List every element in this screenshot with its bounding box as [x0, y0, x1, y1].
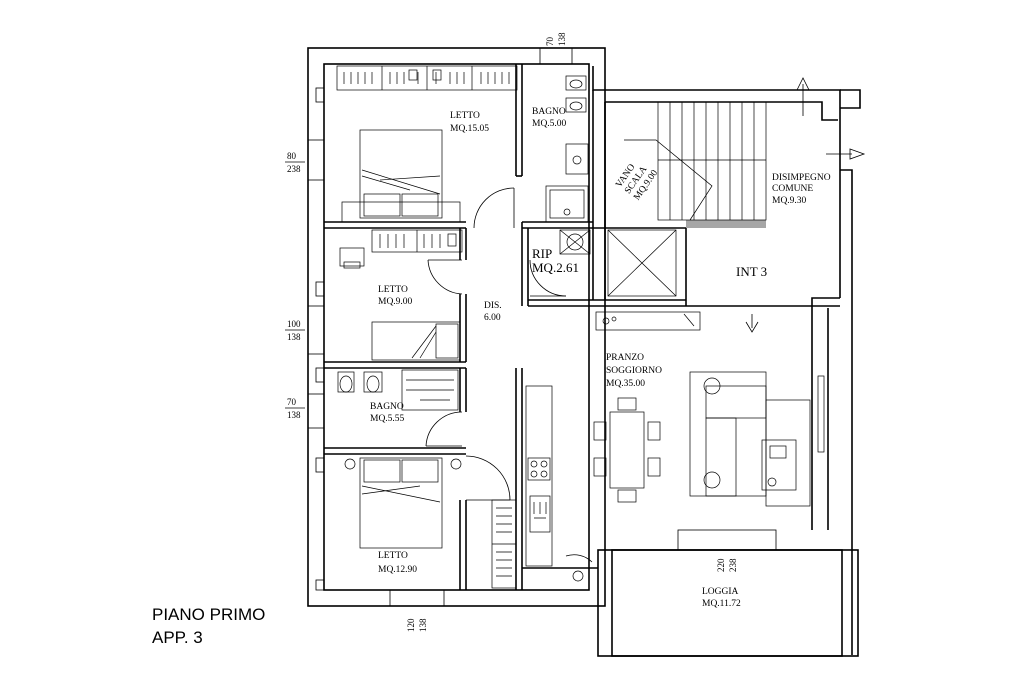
- dim-left3-b: 138: [287, 410, 301, 420]
- dim-loggia-b: 238: [728, 558, 738, 572]
- sofa: [689, 371, 825, 507]
- vano-scala-label: VANO SCALA MQ.9.00: [614, 162, 660, 202]
- loggia-name: LOGGIA: [702, 587, 739, 597]
- door-swings: [425, 187, 593, 563]
- bagno2-area: MQ.5.55: [370, 414, 405, 424]
- letto1-name: LETTO: [450, 111, 480, 121]
- dim-top-b: 138: [557, 32, 567, 46]
- dim-bottom-window: 120 138: [406, 618, 428, 632]
- double-bed-letto3: [344, 457, 462, 549]
- dis-name: DIS.: [484, 301, 502, 311]
- wardrobe-letto3: [491, 499, 517, 589]
- dim-left1-a: 80: [287, 151, 297, 161]
- lift-shaft: [607, 229, 677, 297]
- disimpegno-area: MQ.9.30: [772, 196, 807, 206]
- dim-loggia-a: 220: [716, 558, 726, 572]
- dim-loggia-door: 220 238: [716, 558, 738, 572]
- dim-left3-a: 70: [287, 397, 297, 407]
- bathroom2-fixtures: [337, 369, 459, 411]
- pranzo-line1: PRANZO: [606, 353, 644, 363]
- arrow-up-icon: [796, 77, 810, 116]
- desk-chair: [339, 247, 365, 269]
- kitchen-counter: [525, 311, 701, 567]
- disimpegno-line1: DISIMPEGNO: [772, 173, 831, 183]
- wardrobe-letto1: [336, 65, 518, 91]
- dim-top-a: 70: [545, 37, 555, 47]
- plan-title-line2: APP. 3: [152, 628, 203, 647]
- windows: [307, 47, 573, 607]
- bagno2-name: BAGNO: [370, 402, 404, 412]
- outer-walls: [307, 47, 861, 657]
- dining-table: [593, 397, 661, 503]
- bagno1-name: BAGNO: [532, 107, 566, 117]
- loggia-area: MQ.11.72: [702, 599, 741, 609]
- letto3-area: MQ.12.90: [378, 565, 417, 575]
- plan-title-line1: PIANO PRIMO: [152, 605, 265, 624]
- rip-name: RIP: [532, 246, 552, 261]
- single-bed-letto2: [371, 321, 461, 361]
- dim-top-window: 70 138: [545, 32, 567, 46]
- dis-area: 6.00: [484, 313, 501, 323]
- dim-bottom-a: 120: [406, 618, 416, 632]
- rip-boiler: [559, 229, 591, 255]
- letto2-area: MQ.9.00: [378, 297, 413, 307]
- bathroom1-fixtures: [545, 75, 589, 223]
- letto3-name: LETTO: [378, 551, 408, 561]
- pranzo-area: MQ.35.00: [606, 379, 645, 389]
- letto2-name: LETTO: [378, 285, 408, 295]
- pranzo-line2: SOGGIORNO: [606, 366, 662, 376]
- loggia-detail: [572, 570, 584, 582]
- double-bed-letto1: [341, 129, 461, 223]
- rip-area: MQ.2.61: [532, 260, 579, 275]
- dim-left1-b: 238: [287, 164, 301, 174]
- wardrobe-letto2: [371, 229, 463, 253]
- staircase: [624, 101, 767, 228]
- interior-walls: [324, 64, 840, 590]
- bagno1-area: MQ.5.00: [532, 119, 567, 129]
- letto1-area: MQ.15.05: [450, 124, 489, 134]
- arrow-down-icon: [745, 314, 759, 333]
- disimpegno-line2: COMUNE: [772, 184, 813, 194]
- dim-bottom-b: 138: [418, 618, 428, 632]
- arrow-right-icon: [826, 148, 866, 160]
- int-label: INT 3: [736, 264, 767, 279]
- dim-left2-a: 100: [287, 319, 301, 329]
- dim-left2-b: 138: [287, 332, 301, 342]
